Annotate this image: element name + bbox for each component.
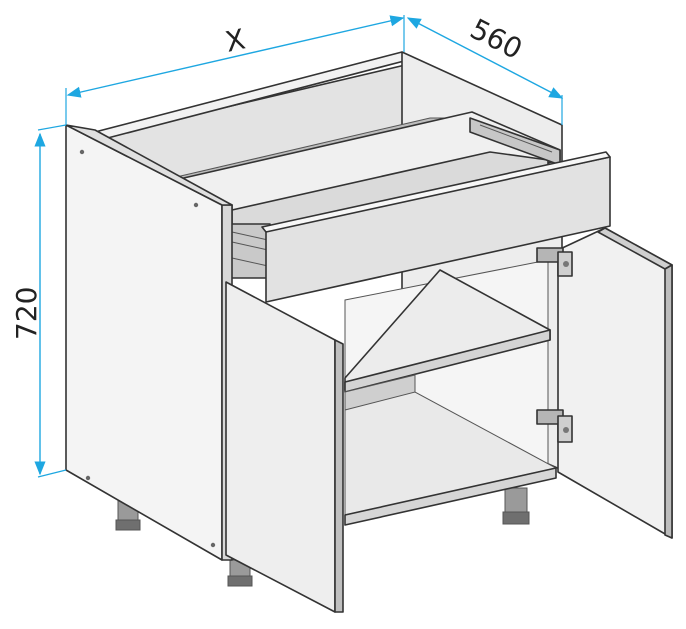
drawer-front-top-edge (261, 151, 611, 233)
screw-hole (210, 542, 216, 548)
dimension-depth (406, 17, 564, 125)
hinge-top (536, 247, 573, 277)
depth-label: 560 (465, 12, 528, 66)
shelf-front-edge (344, 329, 551, 393)
height-label: 720 (10, 287, 43, 340)
left-door-edge (334, 339, 344, 613)
hinge-bottom (536, 409, 573, 443)
left-panel-top-edge (65, 124, 233, 206)
leg-back-right (502, 487, 530, 525)
dimension-height (34, 124, 67, 478)
right-door[interactable] (557, 227, 673, 539)
left-door[interactable] (225, 281, 336, 613)
screw-hole (193, 202, 199, 208)
right-door-side (664, 264, 673, 539)
screw-hole (79, 149, 85, 155)
bottom-front-edge (344, 467, 557, 526)
drawer-runner-left (229, 223, 271, 279)
width-label: X (222, 22, 248, 58)
dimension-width (65, 15, 405, 125)
screw-hole (85, 475, 91, 481)
